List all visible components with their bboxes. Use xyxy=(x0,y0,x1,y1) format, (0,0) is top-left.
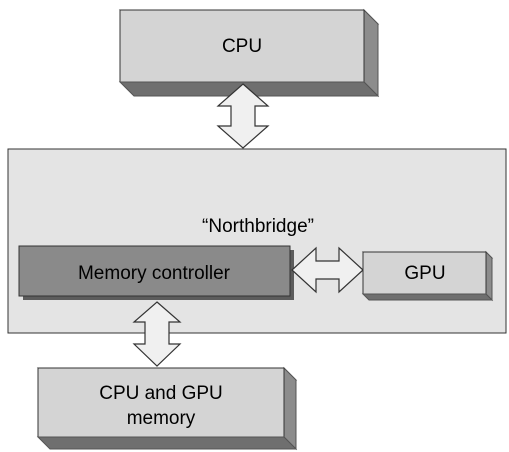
gpu-box-side xyxy=(485,250,493,302)
cpu-box-side xyxy=(363,8,379,98)
memctrl-memory-arrow xyxy=(132,301,182,367)
cpu-label: CPU xyxy=(222,36,262,57)
gpu-label: GPU xyxy=(404,263,445,284)
memory-controller-front xyxy=(18,245,291,297)
memory-box: CPU and GPU memory xyxy=(36,366,298,451)
northbridge-label: “Northbridge” xyxy=(202,216,314,237)
memory-label-line2: memory xyxy=(127,408,196,429)
gpu-box: GPU xyxy=(361,250,494,302)
cpu-box: CPU xyxy=(118,8,380,98)
gpu-box-bottom-shade xyxy=(361,293,494,301)
memory-box-bottom-shade xyxy=(36,436,298,450)
memory-box-side xyxy=(283,366,297,451)
memory-controller-label: Memory controller xyxy=(78,263,231,284)
memory-controller-box: Memory controller xyxy=(18,245,294,300)
memory-label-line1: CPU and GPU xyxy=(99,383,223,404)
cpu-box-front xyxy=(119,9,365,83)
cpu-northbridge-arrow xyxy=(216,83,270,149)
gpu-box-front xyxy=(362,251,487,295)
northbridge-box xyxy=(7,148,507,334)
